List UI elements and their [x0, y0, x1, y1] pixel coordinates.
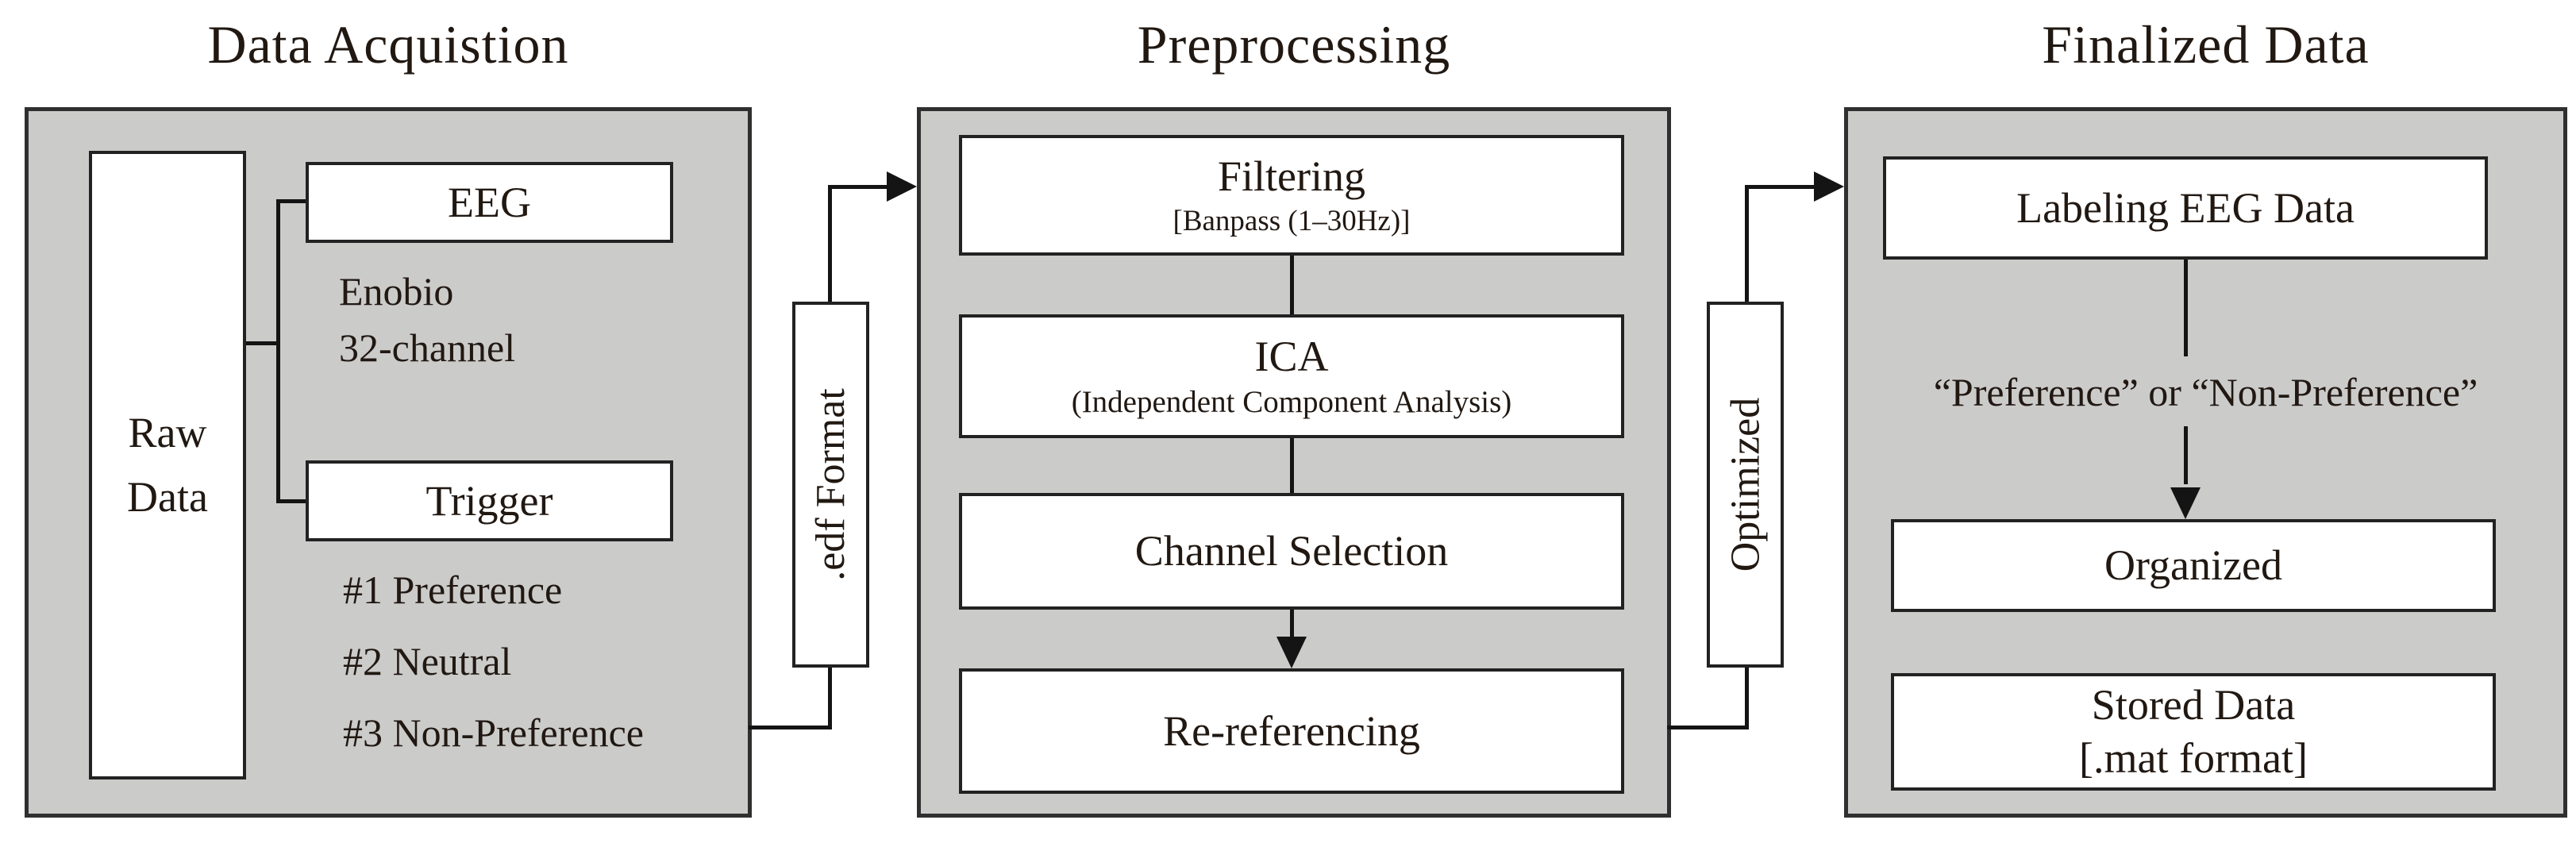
trigger-item-3: #3 Non-Preference [343, 710, 644, 755]
device-note-line2: 32-channel [339, 325, 516, 370]
filtering-sub-label: [Banpass (1–30Hz)] [1172, 204, 1411, 237]
arrow-down-icon [1276, 637, 1307, 668]
filtering-box: Filtering [Banpass (1–30Hz)] [959, 135, 1624, 256]
title-finalized-data: Finalized Data [2042, 14, 2370, 75]
stored-data-box: Stored Data [.mat format] [1891, 673, 2496, 791]
ica-box: ICA (Independent Component Analysis) [959, 314, 1624, 438]
organized-label: Organized [2104, 541, 2282, 590]
trigger-box: Trigger [306, 460, 673, 541]
connector-line [749, 726, 832, 729]
connector-line [276, 199, 280, 503]
device-note-line1: Enobio [339, 269, 454, 314]
trigger-list: #1 Preference #2 Neutral #3 Non-Preferen… [343, 554, 756, 768]
title-data-acquisition: Data Acquistion [207, 14, 569, 75]
label-values-text: “Preference” or “Non-Preference” [1933, 370, 2478, 414]
connector-line [1290, 256, 1294, 314]
connector-line [1290, 610, 1294, 640]
connector-line [276, 199, 307, 203]
labeling-eeg-data-label: Labeling EEG Data [2016, 183, 2355, 232]
ica-label: ICA [1254, 332, 1329, 380]
optimized-box: Optimized [1707, 302, 1784, 668]
connector-line [2184, 426, 2188, 484]
edf-format-label: .edf Format [808, 388, 854, 581]
trigger-label: Trigger [425, 476, 553, 525]
trigger-item-1: #1 Preference [343, 568, 563, 612]
filtering-label: Filtering [1218, 152, 1365, 200]
eeg-label: EEG [448, 178, 531, 226]
connector-line [1290, 438, 1294, 493]
connector-line [1667, 726, 1749, 729]
device-note: Enobio 32-channel [339, 264, 752, 376]
raw-data-label: Raw Data [127, 409, 208, 521]
connector-line [276, 499, 307, 503]
connector-line [2184, 260, 2188, 356]
stored-data-line1: Stored Data [2091, 680, 2296, 729]
connector-line [1745, 185, 1814, 189]
arrow-right-icon [1814, 171, 1844, 202]
trigger-item-2: #2 Neutral [343, 639, 512, 683]
stored-data-line2: [.mat format] [2079, 734, 2308, 782]
labeling-eeg-data-box: Labeling EEG Data [1883, 156, 2488, 260]
eeg-box: EEG [306, 162, 673, 243]
ica-sub-label: (Independent Component Analysis) [1071, 384, 1512, 419]
organized-box: Organized [1891, 519, 2496, 612]
title-preprocessing: Preprocessing [1137, 14, 1451, 75]
rereferencing-label: Re-referencing [1163, 706, 1420, 755]
channel-selection-box: Channel Selection [959, 493, 1624, 610]
arrow-down-icon [2170, 487, 2201, 519]
channel-selection-label: Channel Selection [1134, 527, 1449, 575]
arrow-right-icon [887, 171, 917, 202]
connector-line [243, 341, 280, 345]
rereferencing-box: Re-referencing [959, 668, 1624, 794]
connector-line [828, 185, 887, 189]
edf-format-box: .edf Format [792, 302, 869, 668]
optimized-label: Optimized [1723, 397, 1769, 572]
raw-data-box: Raw Data [89, 151, 246, 779]
